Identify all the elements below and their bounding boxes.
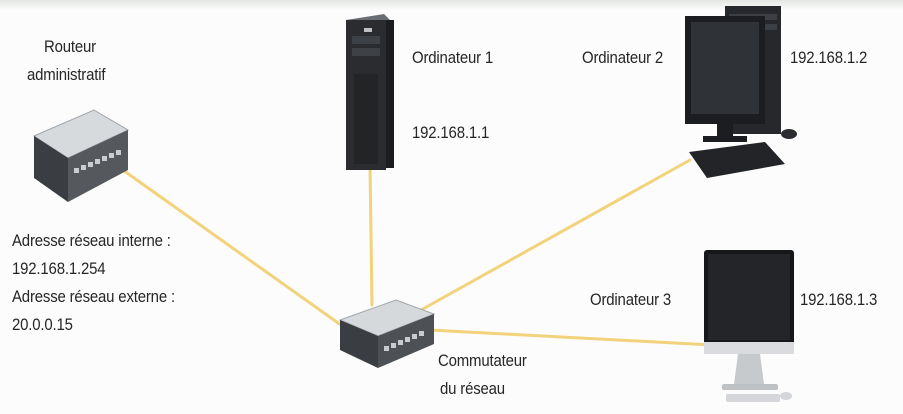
- computer1-label: Ordinateur 1: [412, 48, 494, 67]
- router-external-ip: 20.0.0.15: [12, 315, 73, 334]
- desktop-pc-icon: [685, 6, 797, 178]
- all-in-one-pc-icon: [704, 250, 794, 402]
- link-computer3-switch: [428, 328, 714, 347]
- computer3-label: Ordinateur 3: [590, 290, 672, 309]
- computer3-ip: 192.168.1.3: [800, 290, 878, 309]
- router-internal-ip: 192.168.1.254: [12, 259, 106, 278]
- computer1-ip: 192.168.1.1: [412, 123, 490, 142]
- router-label-line2: administratif: [27, 65, 106, 84]
- router-icon: [32, 109, 130, 202]
- network-switch-icon: [338, 299, 436, 368]
- router-label-line1: Routeur: [44, 37, 97, 56]
- link-router-switch: [118, 166, 350, 332]
- switch-label-line2: du réseau: [440, 379, 505, 398]
- link-computer2-switch: [410, 158, 692, 317]
- tower-server-icon: [346, 14, 394, 170]
- router-external-label: Adresse réseau externe :: [12, 287, 175, 306]
- computer2-ip: 192.168.1.2: [790, 48, 868, 67]
- top-shadow: [0, 0, 903, 10]
- computer2-label: Ordinateur 2: [582, 48, 664, 67]
- link-computer1-switch: [368, 163, 374, 307]
- switch-label-line1: Commutateur: [438, 351, 527, 370]
- router-internal-label: Adresse réseau interne :: [12, 231, 171, 250]
